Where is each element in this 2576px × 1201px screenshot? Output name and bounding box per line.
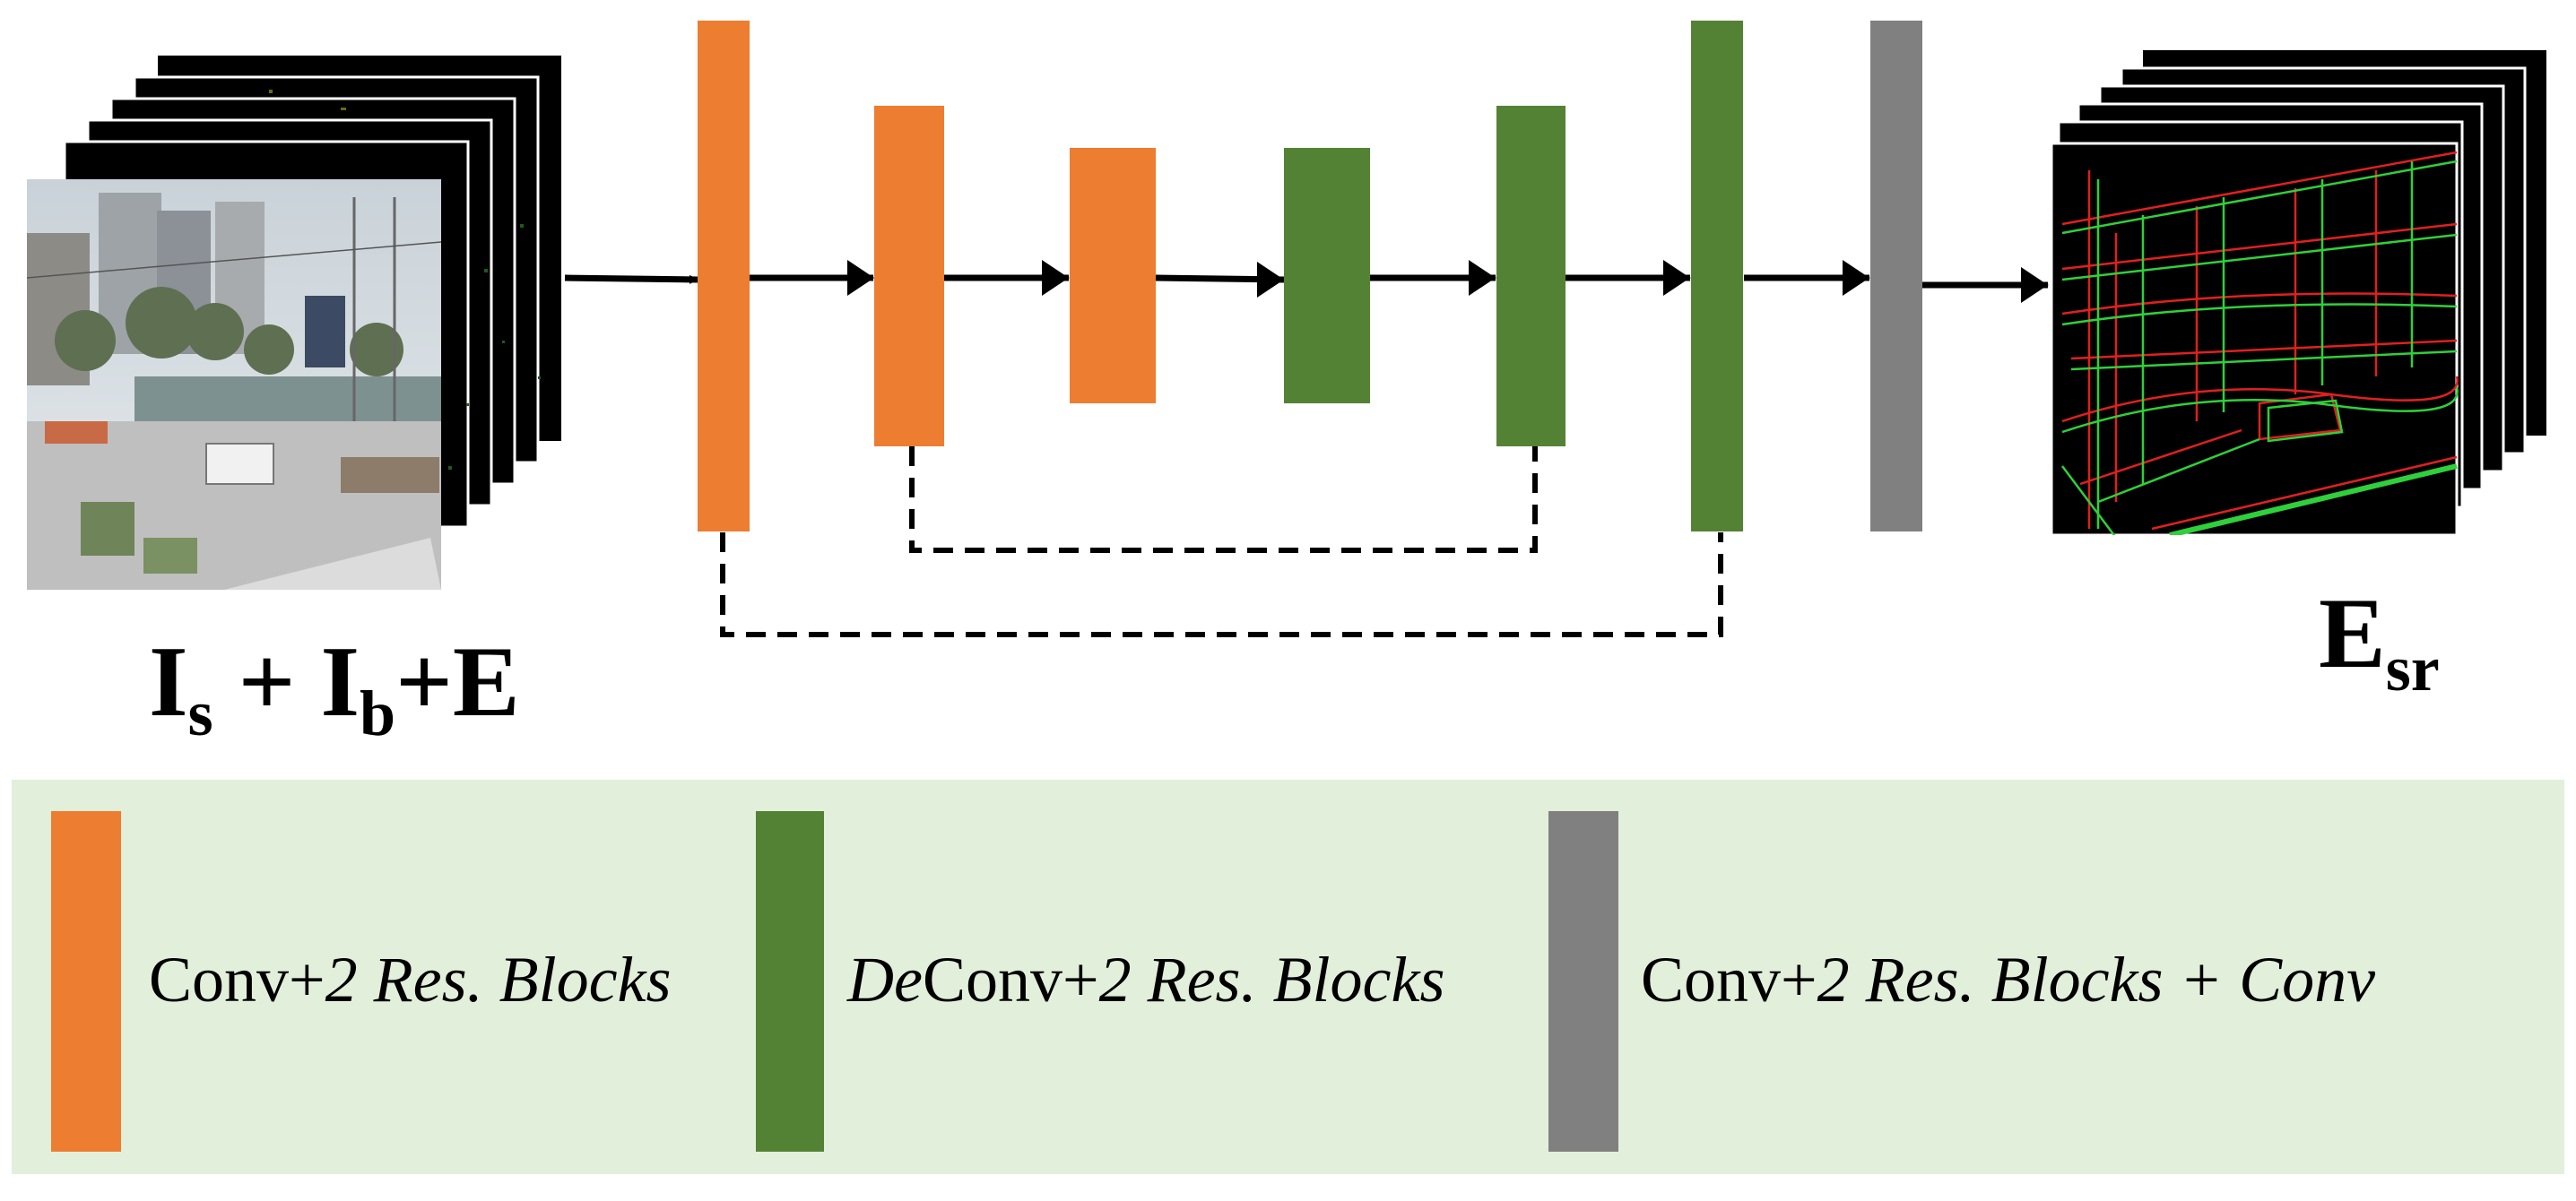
encoder-block-3 xyxy=(1070,148,1156,403)
output-edge-image xyxy=(2050,142,2459,537)
legend-background xyxy=(12,780,2564,1174)
legend-label-output: Conv+2 Res. Blocks + Conv xyxy=(1641,944,2375,1015)
skip-connection-outer xyxy=(720,532,1723,637)
input-stack xyxy=(27,56,561,590)
legend-label-encoder: Conv+2 Res. Blocks xyxy=(149,944,672,1015)
output-stack xyxy=(2050,50,2546,537)
decoder-block-3 xyxy=(1284,148,1370,403)
output-edge-lines xyxy=(2061,151,2459,535)
legend-swatch-output xyxy=(1548,811,1618,1152)
input-label: Is + Ib+E xyxy=(23,626,595,749)
encoder-block-1 xyxy=(698,21,750,531)
input-frame-edge-specks xyxy=(269,90,541,470)
output-label: Esr xyxy=(2193,578,2515,713)
decoder-block-1 xyxy=(1691,21,1743,531)
skip-connection-inner xyxy=(909,446,1538,553)
legend: Conv+2 Res. Blocks DeConv+2 Res. Blocks … xyxy=(12,780,2564,1174)
network-blocks xyxy=(698,21,1922,531)
legend-swatch-encoder xyxy=(51,811,121,1152)
input-photo xyxy=(27,179,441,590)
output-block xyxy=(1870,21,1922,531)
legend-swatch-decoder xyxy=(756,811,824,1152)
skip-connections xyxy=(720,446,1723,637)
encoder-block-2 xyxy=(874,106,944,446)
arrow-input-to-block1 xyxy=(564,274,698,284)
legend-label-decoder: DeConv+2 Res. Blocks xyxy=(846,944,1444,1015)
decoder-block-2 xyxy=(1496,106,1566,446)
